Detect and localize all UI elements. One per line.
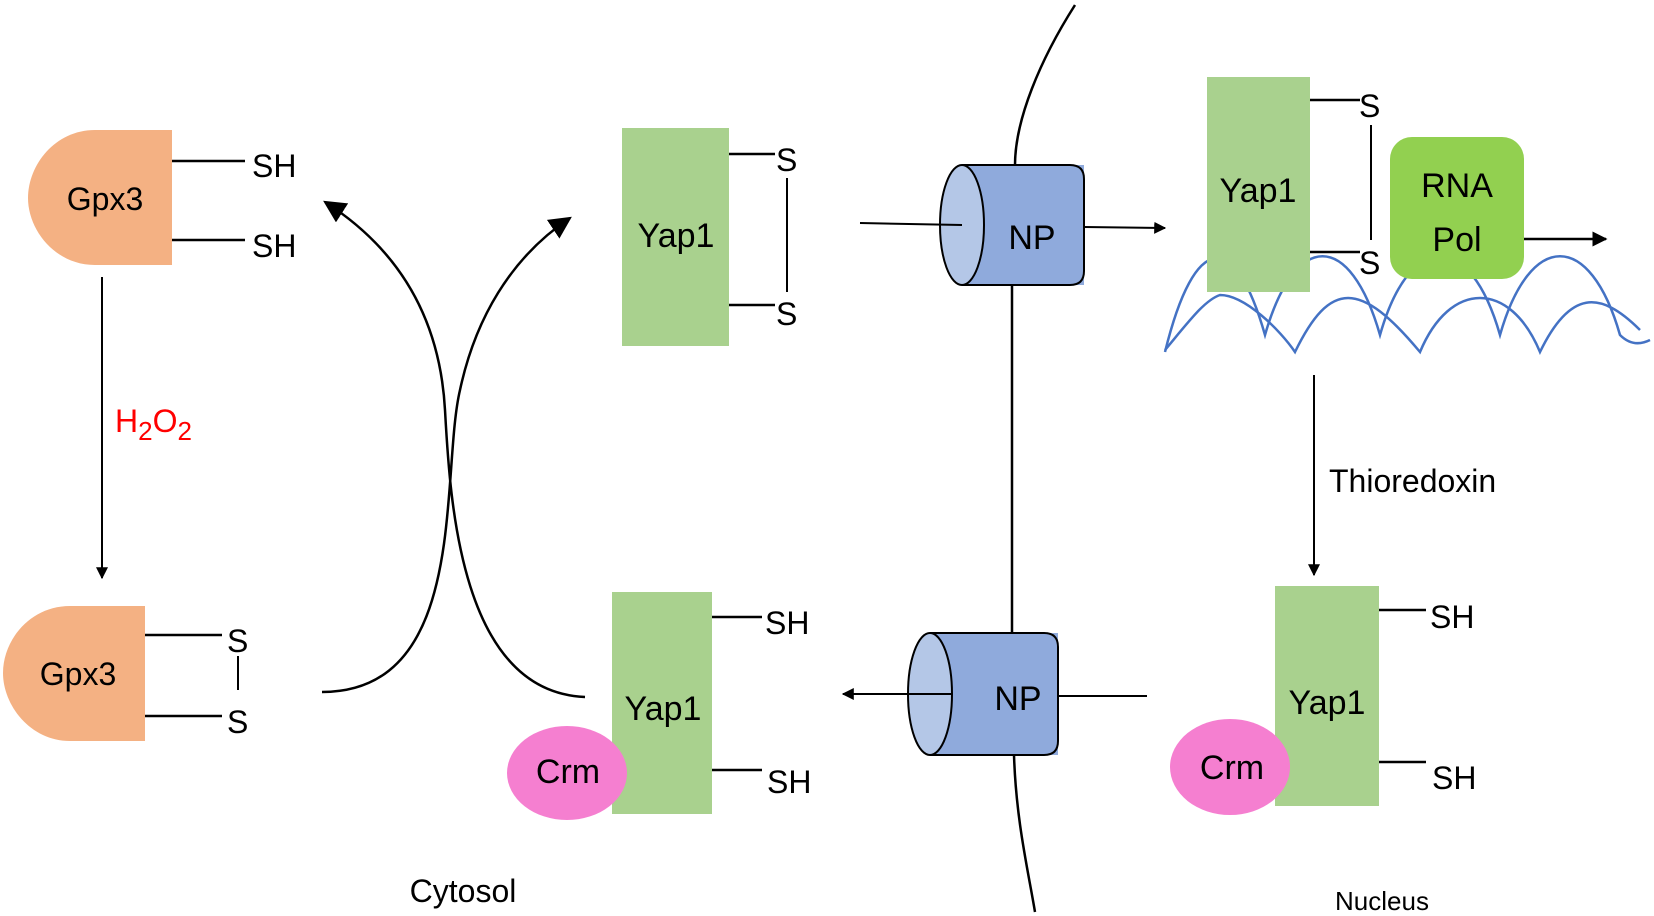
yap1-red-cyto-sh-top: SH bbox=[765, 605, 809, 641]
arrow-nuclear-import-in bbox=[859, 222, 963, 226]
gpx3-reduced-shape bbox=[28, 130, 172, 265]
yap1-reduced-cytosol-label: Yap1 bbox=[625, 690, 702, 728]
yap1-oxidized-nucleus-box bbox=[1207, 77, 1310, 292]
arrow-yap1-reduced-to-gpx3 bbox=[323, 200, 586, 699]
yap1-red-nuc-sh-bottom: SH bbox=[1432, 760, 1476, 796]
yap1-reduced-cytosol-box bbox=[612, 592, 712, 814]
crm-nucleus: Crm bbox=[1170, 719, 1290, 815]
yap1-cyto-s-bottom: S bbox=[776, 296, 797, 332]
yap1-cyto-s-top: S bbox=[776, 142, 797, 178]
np-top-outline bbox=[962, 164, 1085, 286]
gpx3-sh-top: SH bbox=[252, 148, 296, 184]
dna-strand-2 bbox=[1164, 293, 1641, 356]
np-bottom-label: NP bbox=[994, 680, 1041, 718]
yap1-reduced-nucleus-label: Yap1 bbox=[1289, 684, 1366, 722]
nuclear-membrane-bottom bbox=[1012, 754, 1037, 913]
crm-cytosol-label: Crm bbox=[536, 753, 600, 791]
yap1-nuc-s-top: S bbox=[1359, 88, 1380, 124]
h2o2-h: H bbox=[115, 403, 138, 439]
yap1-oxidized-nucleus: Yap1 S S bbox=[1207, 77, 1380, 292]
yap1-oxidized-cytosol-box bbox=[622, 128, 729, 346]
crm-cytosol: Crm bbox=[507, 726, 627, 820]
gpx3-oxidized-shape bbox=[3, 606, 145, 741]
h2o2-o: O bbox=[153, 403, 178, 439]
gpx3-s-top: S bbox=[227, 623, 248, 659]
rna-pol-box bbox=[1390, 137, 1524, 279]
yap1-reduced-cytosol: Yap1 SH SH bbox=[612, 592, 811, 814]
nuclear-membrane-top bbox=[1013, 4, 1077, 166]
arrow-gpx3-oxidized-to-yap1 bbox=[321, 216, 572, 694]
rna-pol-label-line2: Pol bbox=[1432, 221, 1481, 259]
h2o2-label: H2O2 bbox=[115, 403, 192, 446]
yap1-reduced-nucleus-box bbox=[1275, 586, 1379, 806]
yap1-reduced-nucleus: Yap1 SH SH bbox=[1275, 586, 1476, 806]
arrow-nuclear-import-out bbox=[1083, 221, 1167, 234]
yap1-red-cyto-sh-bottom: SH bbox=[767, 764, 811, 800]
h2o2-sub2: 2 bbox=[177, 416, 191, 446]
gpx3-reduced: Gpx3 SH SH bbox=[28, 130, 296, 265]
yap1-oxidized-cytosol-label: Yap1 bbox=[638, 217, 715, 255]
yap1-oxidized-cytosol: Yap1 S S bbox=[622, 128, 797, 346]
h2o2-sub1: 2 bbox=[138, 416, 152, 446]
yap1-red-nuc-sh-top: SH bbox=[1430, 599, 1474, 635]
crm-nucleus-label: Crm bbox=[1200, 749, 1264, 787]
np-top-label: NP bbox=[1008, 219, 1055, 257]
crm-nucleus-shape bbox=[1170, 719, 1290, 815]
yap1-oxidized-nucleus-label: Yap1 bbox=[1220, 172, 1297, 210]
nucleus-label: Nucleus bbox=[1335, 886, 1429, 916]
thioredoxin-label: Thioredoxin bbox=[1329, 463, 1496, 499]
rna-pol-label-line1: RNA bbox=[1421, 167, 1493, 205]
np-bottom-outline bbox=[930, 632, 1059, 756]
nuclear-pore-import: NP bbox=[939, 164, 1085, 286]
cytosol-label: Cytosol bbox=[410, 873, 517, 909]
gpx3-oxidized: Gpx3 S S bbox=[3, 606, 248, 741]
gpx3-oxidized-label: Gpx3 bbox=[40, 656, 116, 692]
gpx3-reduced-label: Gpx3 bbox=[67, 181, 143, 217]
gpx3-s-bottom: S bbox=[227, 704, 248, 740]
rna-polymerase: RNA Pol bbox=[1390, 137, 1524, 279]
gpx3-sh-bottom: SH bbox=[252, 228, 296, 264]
crm-cytosol-shape bbox=[507, 726, 627, 820]
yap1-nuc-s-bottom: S bbox=[1359, 245, 1380, 281]
